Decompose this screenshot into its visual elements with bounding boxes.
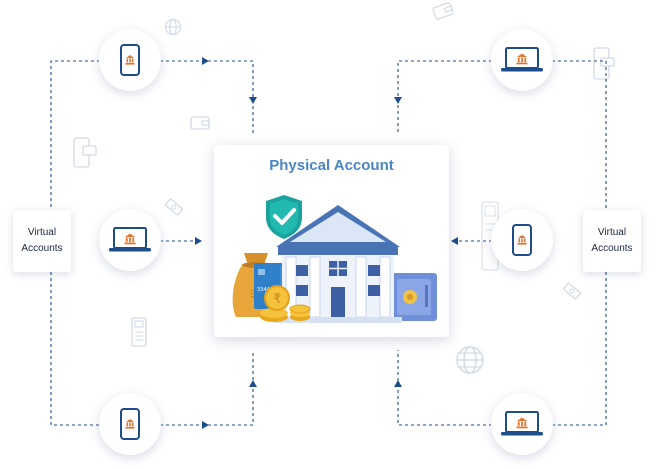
connector-line [522,60,607,209]
mobile-payment-icon [73,137,97,168]
arrowhead [451,237,458,245]
mobile-bank-node[interactable] [99,393,161,455]
laptop-bank-icon [501,411,543,436]
laptop-bank-icon [501,47,543,72]
coins-icon: ₹ [260,285,311,322]
physical-account-card[interactable]: Physical Account ₹ 3344 3 [214,145,449,337]
arrowhead [394,380,402,387]
safe-icon [391,273,437,321]
laptop-bank-node[interactable] [99,209,161,271]
connector-line [522,272,607,426]
virtual-accounts-label: Accounts [591,243,633,254]
mobile-payment-icon [593,47,615,80]
pos-terminal-icon [131,317,147,347]
shield-check-icon [266,195,302,239]
physical-account-title: Physical Account [269,157,394,174]
svg-text:3344: 3344 [257,287,270,293]
connector-line [130,60,254,133]
connector-line [397,350,522,426]
connector-line [130,350,254,426]
wallet-icon [190,116,210,130]
globe-icon [456,346,484,374]
wallet-icon [432,2,454,20]
laptop-bank-node[interactable] [491,393,553,455]
arrowhead [202,57,209,65]
arrowhead [202,421,209,429]
bank-illustration: ₹ 3344 3344 [232,195,437,323]
mobile-bank-node[interactable] [99,29,161,91]
svg-text:₹: ₹ [273,292,281,307]
arrowhead [249,97,257,104]
mobile-bank-node[interactable] [491,209,553,271]
arrowhead [394,97,402,104]
money-icon [563,282,581,300]
virtual-accounts-label: Virtual [597,227,627,238]
phone-bank-icon [120,44,140,76]
phone-bank-icon [512,224,532,256]
money-icon [165,198,183,216]
arrowhead [195,237,202,245]
arrowhead [249,380,257,387]
globe-icon [164,18,182,36]
laptop-bank-node[interactable] [491,29,553,91]
phone-bank-icon [120,408,140,440]
laptop-bank-icon [109,227,151,252]
virtual-accounts-label: Accounts [21,243,63,254]
virtual-accounts-label: Virtual [27,227,57,238]
